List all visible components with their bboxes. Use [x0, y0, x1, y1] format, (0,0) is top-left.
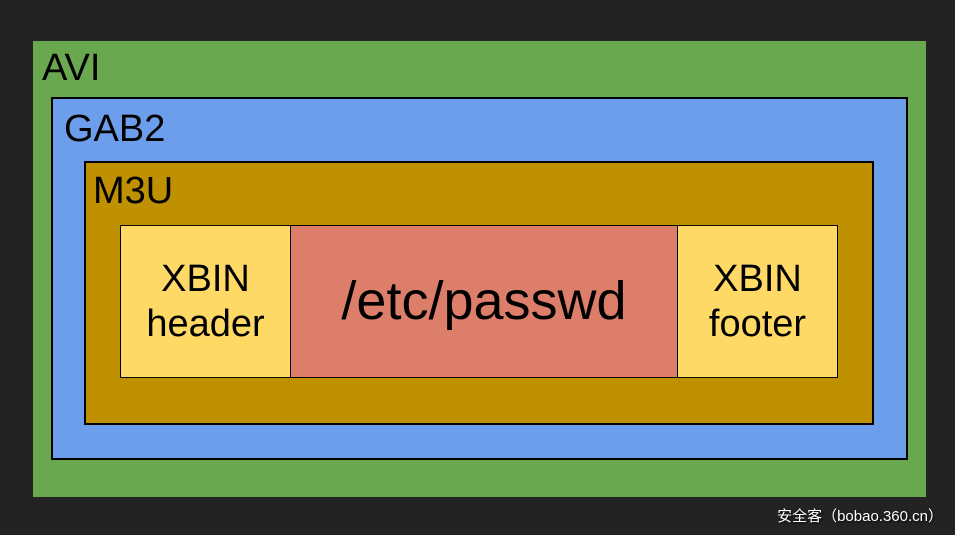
payload-label: /etc/passwd [341, 270, 627, 331]
m3u-layer-box: M3U XBIN header /etc/passwd XBIN footer [84, 161, 874, 425]
avi-layer-box: AVI GAB2 M3U XBIN header /etc/passwd XBI… [33, 41, 926, 497]
xbin-footer-label: XBIN footer [708, 257, 807, 345]
xbin-header-label: XBIN header [146, 257, 265, 345]
gab2-layer-box: GAB2 M3U XBIN header /etc/passwd XBIN fo… [51, 97, 908, 460]
xbin-footer-segment: XBIN footer [677, 225, 838, 378]
payload-segment: /etc/passwd [290, 225, 678, 378]
watermark-text: 安全客（bobao.360.cn） [777, 508, 943, 525]
m3u-layer-label: M3U [93, 170, 174, 212]
gab2-layer-label: GAB2 [64, 108, 166, 150]
xbin-header-segment: XBIN header [120, 225, 291, 378]
file-segments-row: XBIN header /etc/passwd XBIN footer [120, 225, 838, 378]
avi-layer-label: AVI [42, 47, 101, 89]
